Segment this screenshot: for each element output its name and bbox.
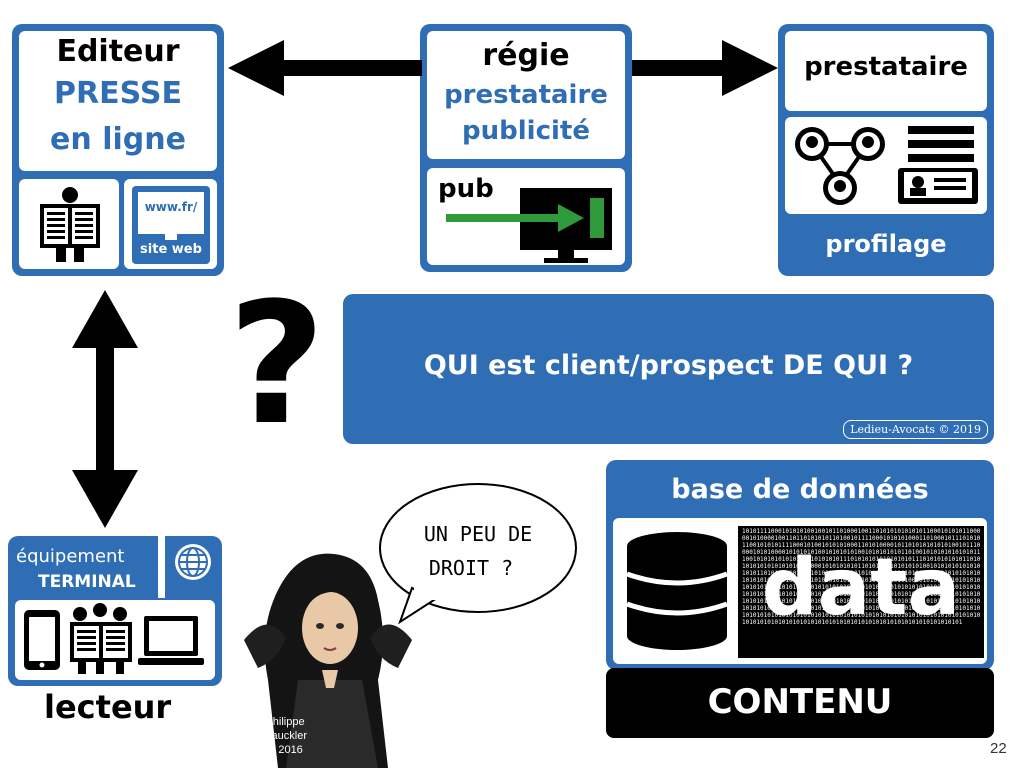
lecteur-box: équipement TERMINAL xyxy=(8,536,222,686)
speech-line-2: DROIT ? xyxy=(428,556,514,580)
editeur-en-ligne: en ligne xyxy=(50,122,186,157)
equipement-label: équipement xyxy=(16,546,125,567)
arrow-regie-to-editeur xyxy=(228,40,422,96)
data-word: data xyxy=(761,543,961,633)
character-illustration xyxy=(244,553,412,768)
regie-prestataire: prestataire xyxy=(444,80,608,110)
ad-monitor-icon xyxy=(446,188,612,263)
speech-line-1: UN PEU DE xyxy=(423,522,533,546)
editeur-presse: PRESSE xyxy=(54,76,182,111)
regie-title: régie xyxy=(482,38,570,73)
devices-icon xyxy=(24,603,204,674)
regie-box: régie prestataire publicité pub xyxy=(420,24,632,272)
editeur-box: Editeur PRESSE en ligne www.fr/ site web xyxy=(12,24,224,276)
pub-label: pub xyxy=(438,174,494,204)
page-number: 22 xyxy=(990,740,1007,757)
database-cylinder-icon xyxy=(626,532,728,650)
site-web-icon: www.fr/ site web xyxy=(132,186,210,264)
credit-line-2: Gauckler xyxy=(262,730,308,742)
credit-line-1: Philippe xyxy=(265,716,305,728)
speech-bubble xyxy=(379,483,577,625)
site-label: site web xyxy=(140,242,202,257)
contenu-label: CONTENU xyxy=(707,682,893,722)
question-banner: QUI est client/prospect DE QUI ? Ledieu-… xyxy=(343,294,994,444)
prestataire-box: prestataire profilage xyxy=(778,24,994,276)
contenu-box: CONTENU xyxy=(606,668,994,738)
arrow-regie-to-prestataire xyxy=(632,40,778,96)
globe-icon xyxy=(175,544,211,580)
newspaper-reader-icon xyxy=(40,187,100,262)
site-url: www.fr/ xyxy=(144,200,198,214)
arrow-editeur-lecteur xyxy=(72,290,138,528)
copyright-badge: Ledieu-Avocats © 2019 xyxy=(843,420,988,439)
profilage-label: profilage xyxy=(825,230,947,258)
database-title: base de données xyxy=(671,474,929,505)
terminal-label: TERMINAL xyxy=(38,572,136,592)
regie-publicite: publicité xyxy=(462,116,590,146)
profile-card-icon xyxy=(898,126,978,204)
editeur-title: Editeur xyxy=(56,34,180,69)
question-text: QUI est client/prospect DE QUI ? xyxy=(423,350,914,381)
network-profiles-icon xyxy=(795,127,885,205)
database-box: base de données 101011110001010101001001… xyxy=(606,460,994,670)
question-mark: ? xyxy=(228,266,326,462)
binary-panel: 1010111100010101010010010110100010011010… xyxy=(738,526,984,658)
lecteur-label: lecteur xyxy=(44,688,172,726)
prestataire-title: prestataire xyxy=(804,52,968,82)
credit-line-3: © 2016 xyxy=(267,744,303,756)
